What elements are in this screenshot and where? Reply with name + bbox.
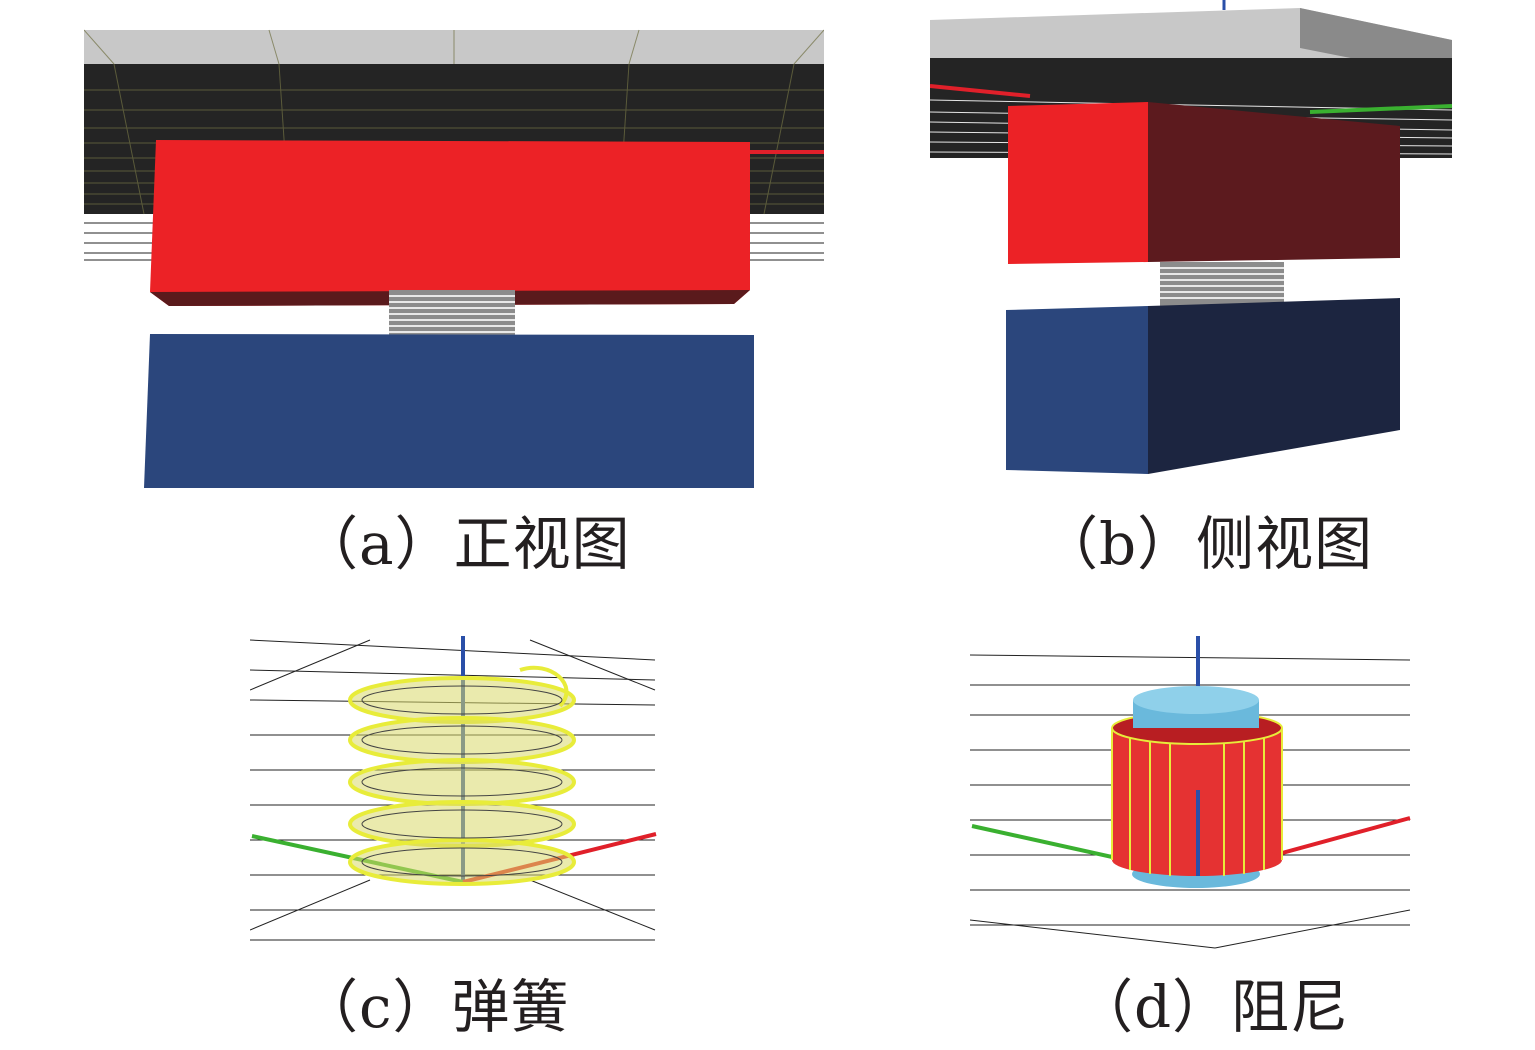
perspective-grid <box>250 639 656 941</box>
caption-a: （a）正视图 <box>300 510 631 578</box>
caption-d: （d）阻尼 <box>1075 973 1350 1041</box>
spring-coil <box>348 665 576 886</box>
blue-base-block <box>144 334 754 488</box>
side-view-scene <box>930 0 1453 474</box>
caption-c: （c）弹簧 <box>300 973 570 1041</box>
spring-scene <box>250 636 657 941</box>
front-view-scene <box>84 29 824 488</box>
y-axis-line <box>1309 104 1453 114</box>
plate-grid <box>84 29 824 65</box>
panel-front-view <box>84 28 824 490</box>
damper-scene <box>970 636 1411 949</box>
blue-base-block <box>1006 306 1148 474</box>
spring-coil <box>1160 262 1284 308</box>
spring-coil <box>389 290 515 336</box>
panel-side-view <box>930 0 1455 478</box>
red-mass-block <box>1008 102 1148 264</box>
x-axis-line <box>930 84 1031 98</box>
panel-spring <box>250 630 660 950</box>
caption-b: （b）侧视图 <box>1040 510 1374 578</box>
panel-damper <box>970 630 1415 950</box>
red-mass-block <box>150 140 750 306</box>
